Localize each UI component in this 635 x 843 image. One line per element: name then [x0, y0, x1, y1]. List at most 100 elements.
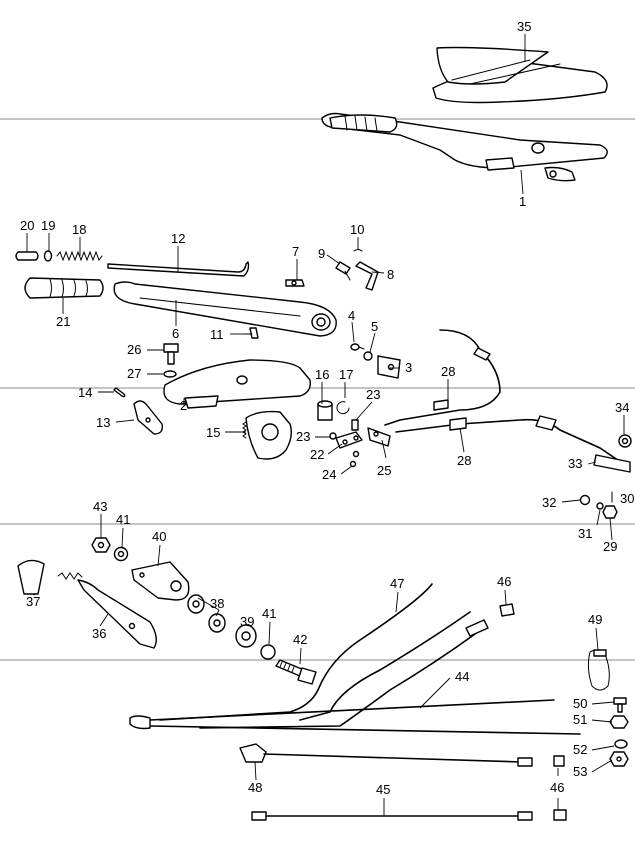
- part-1-lever-assembly: [321, 112, 608, 182]
- callout-33: 33: [568, 456, 582, 471]
- part-37-knob: [17, 559, 45, 595]
- part-44-cable: [129, 699, 581, 735]
- part-7-pin: [285, 279, 305, 287]
- callout-7: 7: [292, 244, 299, 259]
- part-43-nut: [91, 537, 111, 553]
- part-27-washer: [163, 370, 177, 378]
- part-28-cable-lower: [395, 415, 626, 466]
- callout-49: 49: [588, 612, 602, 627]
- callout-17: 17: [339, 367, 353, 382]
- part-23-nut: [329, 432, 337, 440]
- part-11-screw: [243, 327, 259, 339]
- callout-2: 2: [180, 398, 187, 413]
- part-52-washer: [614, 739, 628, 749]
- callout-20: 20: [20, 218, 34, 233]
- part-31-nut: [596, 502, 604, 510]
- callout-41-upper: 41: [116, 512, 130, 527]
- part-8-bracket: [355, 261, 379, 291]
- part-20-pin: [15, 251, 39, 261]
- callout-4: 4: [348, 308, 355, 323]
- callout-29: 29: [603, 539, 617, 554]
- callout-43: 43: [93, 499, 107, 514]
- part-34-grommet: [618, 434, 632, 448]
- callout-18: 18: [72, 222, 86, 237]
- part-24-clip: [349, 450, 360, 468]
- callout-30: 30: [620, 491, 634, 506]
- callout-24: 24: [322, 467, 336, 482]
- callout-37: 37: [26, 594, 40, 609]
- part-41-washer: [113, 546, 129, 562]
- part-13-pawl: [133, 400, 164, 435]
- part-22-link: [335, 431, 363, 449]
- part-28-cable-upper: [384, 329, 501, 426]
- callout-15: 15: [206, 425, 220, 440]
- part-35-boot: [432, 46, 608, 104]
- callout-42: 42: [293, 632, 307, 647]
- part-33-tube: [593, 454, 631, 473]
- part-2-base: [163, 359, 311, 409]
- part-53-nut: [609, 751, 629, 767]
- callout-32: 32: [542, 495, 556, 510]
- callout-14: 14: [78, 385, 92, 400]
- part-16-roller: [317, 400, 333, 421]
- callout-46-lower: 46: [550, 780, 564, 795]
- part-4-screw: [350, 343, 365, 351]
- part-51-nut: [609, 715, 629, 729]
- callout-46-upper: 46: [497, 574, 511, 589]
- callout-23-lower: 23: [296, 429, 310, 444]
- callout-13: 13: [96, 415, 110, 430]
- part-36-lever: [57, 572, 157, 649]
- callout-8: 8: [387, 267, 394, 282]
- callout-11: 11: [210, 327, 224, 342]
- part-39-bushing: [235, 624, 257, 648]
- part-9-screw: [335, 261, 351, 281]
- part-45-rod: [251, 811, 533, 821]
- part-41-washer-b: [260, 644, 276, 660]
- callout-19: 19: [41, 218, 55, 233]
- part-18-spring: [56, 250, 103, 262]
- part-15-ratchet: [242, 410, 293, 460]
- part-49-strap: [587, 649, 610, 691]
- part-23-bolt: [351, 419, 359, 431]
- callout-38: 38: [210, 596, 224, 611]
- part-6-lever: [113, 281, 337, 337]
- callout-52: 52: [573, 742, 587, 757]
- part-42-bolt: [275, 659, 317, 685]
- part-46-bushing: [499, 603, 515, 617]
- callout-23-upper: 23: [366, 387, 380, 402]
- callout-53: 53: [573, 764, 587, 779]
- callout-labels: 35 1 20 19 18 12 7 10 9 8 21 6 11 4 5 26…: [20, 19, 634, 797]
- callout-25: 25: [377, 463, 391, 478]
- part-40-bracket: [131, 561, 190, 601]
- callout-48: 48: [248, 780, 262, 795]
- callout-26: 26: [127, 342, 141, 357]
- part-5-washer: [363, 351, 373, 361]
- callout-40: 40: [152, 529, 166, 544]
- callout-50: 50: [573, 696, 587, 711]
- callout-44: 44: [455, 669, 469, 684]
- part-47-cable: [159, 583, 489, 729]
- callout-31: 31: [578, 526, 592, 541]
- callout-21: 21: [56, 314, 70, 329]
- callout-5: 5: [371, 319, 378, 334]
- callout-28-lower: 28: [457, 453, 471, 468]
- callout-10: 10: [350, 222, 364, 237]
- callout-36: 36: [92, 626, 106, 641]
- callout-22: 22: [310, 447, 324, 462]
- callout-3: 3: [405, 360, 412, 375]
- callout-34: 34: [615, 400, 629, 415]
- callout-27: 27: [127, 366, 141, 381]
- callout-9: 9: [318, 246, 325, 261]
- part-38-washer-b: [208, 613, 226, 633]
- callout-51: 51: [573, 712, 587, 727]
- callout-47: 47: [390, 576, 404, 591]
- callout-1: 1: [519, 194, 526, 209]
- part-19-washer: [43, 250, 53, 262]
- callout-6: 6: [172, 326, 179, 341]
- part-38-washer-a: [187, 594, 205, 614]
- callout-28-upper: 28: [441, 364, 455, 379]
- part-3-plate: [377, 355, 401, 379]
- part-25-equalizer: [367, 427, 391, 447]
